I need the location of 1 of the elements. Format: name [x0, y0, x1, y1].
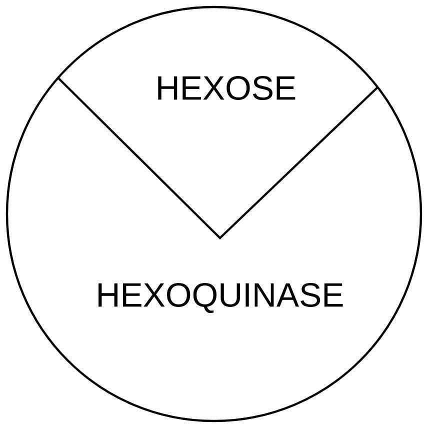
- substrate-wedge: HEXOSE: [39, 59, 403, 240]
